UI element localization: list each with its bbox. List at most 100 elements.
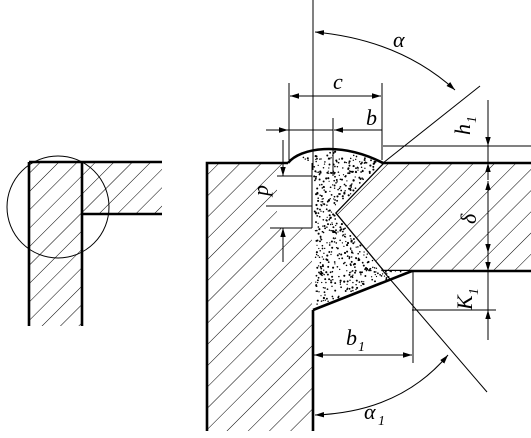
weld-dot [326,288,329,291]
svg-text:1: 1 [465,116,480,123]
weld-dot [323,269,325,271]
weld-dot [352,289,354,292]
weld-dot [374,160,377,163]
weld-dot [359,244,362,247]
weld-dot [350,256,353,258]
weld-dot [320,210,322,212]
weld-dot [339,283,342,285]
weld-dot [318,184,321,186]
weld-dot [351,183,353,185]
weld-dot [317,254,319,257]
weld-dot [327,261,330,263]
weld-dot [330,253,332,256]
weld-dot [319,265,322,268]
weld-dot [360,280,363,283]
weld-dot [372,266,374,269]
weld-dot [339,229,342,232]
weld-dot [320,295,322,297]
weld-dot [361,282,364,285]
weld-dot [348,164,351,167]
weld-dot [320,158,322,160]
weld-dot [361,271,363,274]
svg-text:b: b [346,325,357,350]
label-h1: h 1 [450,116,480,135]
weld-dot [346,255,349,257]
weld-dot [371,278,374,281]
weld-dot [377,272,379,275]
weld-dot [357,246,359,248]
weld-dot [359,161,361,163]
weld-dot [321,256,323,258]
weld-dot [351,286,354,289]
weld-dot [313,210,316,213]
weld-dot [326,273,329,276]
weld-dot [314,177,317,180]
weld-dot [340,286,342,289]
weld-dot [352,154,355,157]
svg-text:p: p [248,185,273,198]
weld-dot [346,270,348,272]
weld-dot [333,187,336,189]
weld-dot [381,269,384,272]
weld-dot [350,239,352,242]
weld-dot [349,193,352,195]
weld-dot [328,229,331,231]
weld-dot [318,247,320,250]
weld-dot [354,171,358,174]
weld-dot [341,230,344,233]
weld-dot [342,197,344,200]
weld-dot [341,195,344,198]
weld-dot [348,170,351,172]
weld-dot [334,175,336,178]
weld-dot [334,150,337,153]
weld-dot [321,274,323,277]
weld-dot [316,266,319,269]
weld-dot [342,262,345,265]
weld-dot [325,208,328,211]
weld-dot [342,234,345,236]
weld-dot [316,244,318,246]
weld-dot [342,167,344,169]
weld-dot [318,256,321,259]
weld-dot [317,199,320,202]
weld-dot [333,202,336,204]
weld-dot [344,261,346,264]
weld-dot [333,214,336,217]
weld-dot [320,201,322,203]
weld-dot [318,173,321,176]
weld-dot [390,270,392,273]
weld-dot [324,227,327,230]
weld-dot [338,257,340,260]
weld-dot [343,161,346,164]
weld-dot [351,170,354,173]
weld-bead [288,149,412,310]
label-b1: b 1 [346,325,365,355]
weld-dot [334,263,336,265]
weld-dot [315,160,317,163]
overview-detail-circle [6,155,110,259]
weld-dot [332,184,334,186]
weld-dot [338,295,340,298]
weld-dot [324,287,326,289]
weld-dot [399,270,402,273]
weld-dot [320,195,323,197]
weld-dot [331,285,333,288]
weld-dot [350,238,352,240]
weld-dot [363,158,366,162]
vertical-plate [207,163,313,431]
weld-dot [329,198,331,200]
weld-dot [315,229,318,232]
weld-dot [330,193,333,196]
weld-dot [360,162,362,165]
weld-dot [360,171,362,173]
svg-text:K: K [452,294,477,311]
weld-dot [355,158,357,161]
weld-dot [352,165,355,168]
weld-dot [346,244,349,247]
weld-dot [333,179,336,182]
weld-dot [315,239,318,242]
weld-dot [370,269,372,272]
weld-dot [335,179,338,181]
weld-dot [359,177,361,179]
